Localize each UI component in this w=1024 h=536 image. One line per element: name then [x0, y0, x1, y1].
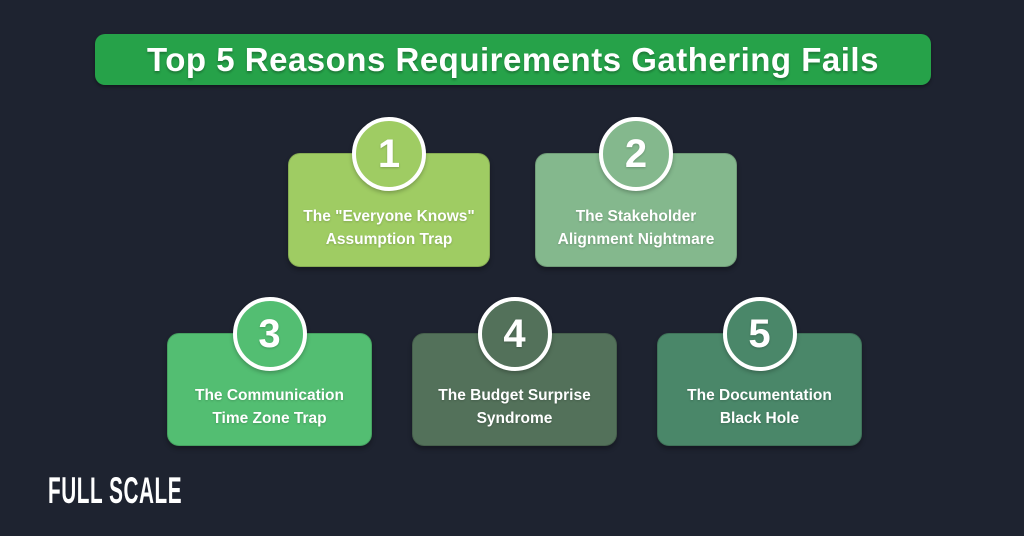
- reason-card-3: 3 The Communication Time Zone Trap: [167, 297, 372, 446]
- title-banner: Top 5 Reasons Requirements Gathering Fai…: [95, 34, 931, 85]
- number-label: 5: [748, 312, 771, 356]
- number-label: 3: [258, 312, 281, 356]
- reason-title: The Budget Surprise Syndrome: [438, 387, 591, 427]
- page-title: Top 5 Reasons Requirements Gathering Fai…: [147, 40, 879, 78]
- number-label: 1: [377, 132, 401, 176]
- reason-title: The Documentation Black Hole: [687, 387, 832, 427]
- number-label: 4: [503, 312, 526, 356]
- reason-card-5: 5 The Documentation Black Hole: [657, 297, 862, 446]
- number-badge-3: 3: [232, 297, 307, 371]
- reason-title: The Stakeholder Alignment Nightmare: [557, 208, 715, 248]
- reason-title: The Communication Time Zone Trap: [195, 387, 344, 427]
- number-label: 2: [624, 132, 648, 176]
- reason-card-1: 1 The "Everyone Knows" Assumption Trap: [288, 117, 490, 267]
- reason-card-2: 2 The Stakeholder Alignment Nightmare: [535, 117, 737, 267]
- number-badge-2: 2: [599, 117, 673, 191]
- reason-card-4: 4 The Budget Surprise Syndrome: [412, 297, 617, 446]
- number-badge-4: 4: [477, 297, 552, 371]
- reason-title: The "Everyone Knows" Assumption Trap: [303, 208, 475, 248]
- full-scale-logo: FULL SCALE: [48, 470, 183, 511]
- number-badge-5: 5: [722, 297, 797, 371]
- number-badge-1: 1: [352, 117, 426, 191]
